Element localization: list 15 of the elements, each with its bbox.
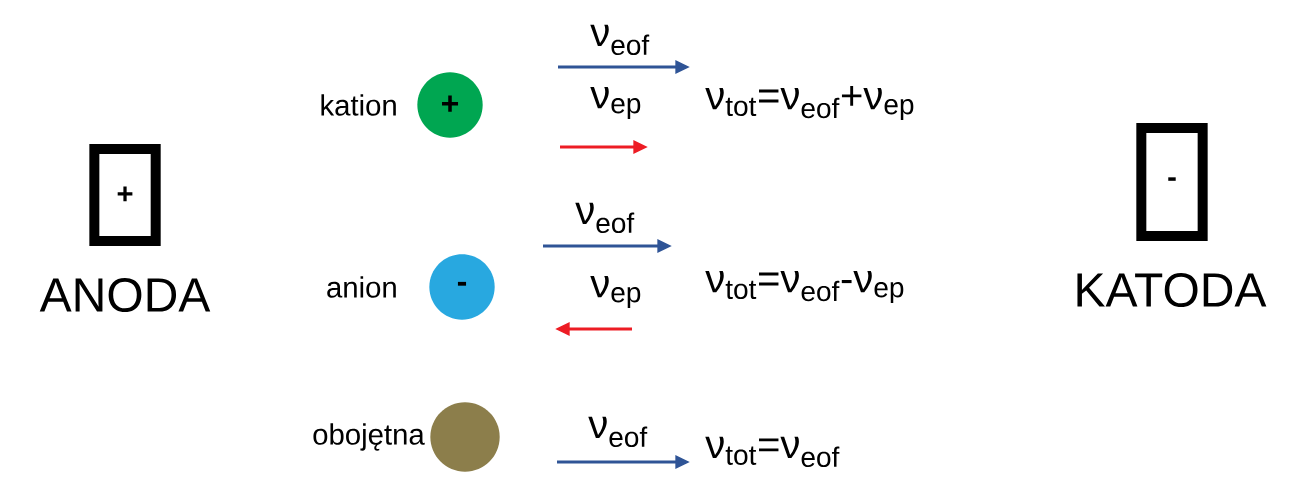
electrode-label: KATODA <box>1077 273 1267 307</box>
ion-label: obojętna <box>313 423 425 451</box>
electrode-box: - <box>1136 123 1208 241</box>
velocity-label: ν$_{eof}$ <box>590 24 650 56</box>
velocity-label: ν$_{ep}$ <box>590 276 641 308</box>
ion-label: kation <box>321 94 396 116</box>
electrode-box: + <box>89 144 161 246</box>
velocity-label: ν$_{eof}$ <box>575 202 635 234</box>
velocity-label: ν$_{eof}$ <box>588 416 648 448</box>
velocity-formula: ν$_{tot}$=ν$_{eof}$-ν$_{ep}$ <box>705 271 904 303</box>
velocity-formula: ν$_{tot}$=ν$_{eof}$+ν$_{ep}$ <box>705 86 914 120</box>
velocity-formula: ν$_{tot}$=ν$_{eof}$ <box>705 436 840 468</box>
electrode-label: ANODA <box>39 278 211 312</box>
ion-label: anion <box>327 276 396 298</box>
velocity-label: ν$_{ep}$ <box>590 87 641 119</box>
